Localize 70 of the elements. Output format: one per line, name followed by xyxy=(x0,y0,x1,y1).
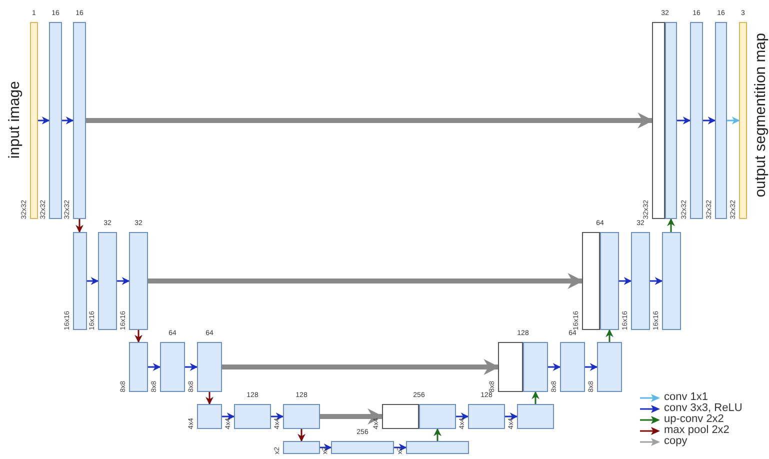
arrow xyxy=(532,391,540,404)
legend-label: conv 3x3, ReLU xyxy=(664,403,742,414)
feature-map-block xyxy=(597,342,622,392)
arrow xyxy=(667,218,675,232)
feature-map-block xyxy=(517,404,554,429)
feature-map-block xyxy=(715,22,727,219)
feature-map-block xyxy=(331,441,394,454)
arrow xyxy=(206,392,214,405)
feature-map-block xyxy=(419,404,456,429)
arrow xyxy=(76,219,84,233)
copied-feature-map-block xyxy=(382,404,419,429)
legend-label: max pool 2x2 xyxy=(664,425,730,436)
copied-feature-map-block xyxy=(652,22,665,219)
arrow xyxy=(505,412,518,420)
copied-feature-map-block xyxy=(582,232,600,330)
output-label: output segmentition map xyxy=(752,32,769,198)
arrow xyxy=(320,444,332,452)
arrow xyxy=(62,116,74,124)
feature-map-block xyxy=(160,342,185,392)
feature-map-block xyxy=(406,441,469,454)
feature-map-block xyxy=(560,342,585,392)
feature-map-block xyxy=(98,232,117,330)
input-label: input image xyxy=(6,81,23,159)
feature-map-block xyxy=(283,404,320,429)
feature-map-block xyxy=(283,441,320,454)
feature-map-block xyxy=(49,22,62,219)
arrow xyxy=(606,329,614,342)
feature-map-block xyxy=(690,22,703,219)
feature-map-block xyxy=(523,342,548,392)
arrow xyxy=(585,363,598,371)
arrow xyxy=(548,363,561,371)
arrow xyxy=(185,363,198,371)
arrow xyxy=(298,429,306,442)
feature-map-block xyxy=(662,232,681,330)
arrow xyxy=(677,116,691,124)
image-block xyxy=(30,22,38,219)
feature-map-block xyxy=(631,232,650,330)
arrow xyxy=(38,116,50,124)
arrow xyxy=(434,428,442,441)
arrow xyxy=(394,444,407,452)
arrow xyxy=(456,412,469,420)
arrow xyxy=(87,277,99,285)
arrow xyxy=(619,277,632,285)
arrow xyxy=(148,363,161,371)
arrow xyxy=(148,273,584,289)
copied-feature-map-block xyxy=(498,342,523,392)
feature-map-block xyxy=(129,232,148,330)
feature-map-block xyxy=(129,342,148,392)
feature-map-block xyxy=(600,232,619,330)
feature-map-block xyxy=(73,232,87,330)
feature-map-block xyxy=(468,404,505,429)
legend-label: conv 1x1 xyxy=(664,392,708,403)
feature-map-block xyxy=(197,404,222,429)
legend-label: up-conv 2x2 xyxy=(664,414,724,425)
arrow xyxy=(727,116,740,124)
arrow xyxy=(86,112,654,128)
arrow xyxy=(320,408,384,424)
arrow xyxy=(134,330,142,343)
arrow xyxy=(271,412,284,420)
arrow xyxy=(222,359,500,375)
arrow xyxy=(650,277,663,285)
arrow xyxy=(222,412,235,420)
image-block xyxy=(739,22,747,219)
arrow xyxy=(117,277,130,285)
feature-map-block xyxy=(73,22,86,219)
feature-map-block xyxy=(197,342,222,392)
arrow xyxy=(703,116,716,124)
feature-map-block xyxy=(234,404,271,429)
feature-map-block xyxy=(665,22,677,219)
legend-label: copy xyxy=(664,436,688,447)
